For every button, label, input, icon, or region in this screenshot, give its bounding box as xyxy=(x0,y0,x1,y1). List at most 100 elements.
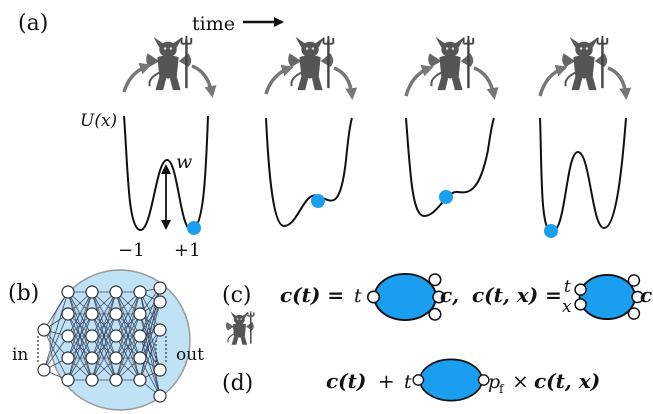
eq-c-rhs2: c xyxy=(640,283,652,307)
panel-b-label: (b) xyxy=(8,281,39,306)
network-node xyxy=(61,351,75,365)
potential-curve-3 xyxy=(405,117,495,218)
network-node xyxy=(85,307,99,321)
network-edge xyxy=(67,291,93,359)
frame-2-demon xyxy=(264,34,358,100)
network-edge xyxy=(43,329,69,381)
panel-a-label: (a) xyxy=(18,11,48,36)
network-node xyxy=(37,323,51,337)
network-node xyxy=(153,363,167,377)
panel-c-label: (c) xyxy=(222,283,252,308)
potential-label: U(x) xyxy=(80,111,117,131)
curved-arrow-icon xyxy=(191,64,217,98)
network-edge xyxy=(67,313,93,381)
neural-network xyxy=(37,281,167,403)
eq-c-t1: t xyxy=(354,285,362,307)
eq-d-term1: c(t) xyxy=(326,369,366,393)
network-node xyxy=(133,373,147,387)
demon-icon xyxy=(225,310,255,346)
network-node xyxy=(61,307,75,321)
out-label: out xyxy=(176,345,204,365)
demon-icon xyxy=(286,34,335,92)
demon-icon xyxy=(144,34,193,92)
in-label: in xyxy=(12,345,28,365)
panel-d-label: (d) xyxy=(222,371,253,396)
network-edge xyxy=(115,291,141,381)
network-edge xyxy=(139,301,161,359)
network-edge xyxy=(139,329,161,381)
eq-c-lhs1: c(t) = xyxy=(280,283,344,307)
network-edge xyxy=(43,313,69,371)
eq-c-x2: x xyxy=(562,297,572,317)
network-node xyxy=(133,351,147,365)
curved-arrow-icon xyxy=(607,66,632,100)
particle-2 xyxy=(311,194,325,208)
network-edge xyxy=(43,291,69,331)
potential-curve-2 xyxy=(265,117,353,228)
demon-icon xyxy=(560,34,609,92)
network-node xyxy=(109,307,123,321)
curved-arrow-icon xyxy=(538,64,568,97)
network-node xyxy=(85,329,99,343)
network-edge xyxy=(91,291,117,359)
network-node xyxy=(153,389,167,403)
eq-d-term2: c(t, x) xyxy=(534,369,600,393)
curved-arrow-icon xyxy=(333,66,358,100)
network-edge xyxy=(43,291,69,371)
eq-c-t2: t xyxy=(564,277,571,297)
eq-d-pf: p xyxy=(488,371,500,393)
frame-4-demon xyxy=(538,34,632,100)
network-node xyxy=(109,329,123,343)
network-node xyxy=(61,373,75,387)
eq-d-times: × xyxy=(512,369,529,393)
network-edge xyxy=(91,291,117,337)
network-edge xyxy=(139,287,161,337)
network-node xyxy=(153,281,167,295)
network-node xyxy=(153,323,167,337)
curved-arrow-icon xyxy=(404,64,434,97)
frame-1-demon xyxy=(122,34,217,98)
network-edge xyxy=(91,313,117,381)
particle-3 xyxy=(439,190,453,204)
potential-curve-1 xyxy=(123,115,209,231)
barrier-label: w xyxy=(176,151,192,173)
potential-curve-4 xyxy=(539,117,627,234)
curved-arrow-icon xyxy=(264,64,294,95)
network-node xyxy=(109,373,123,387)
eq-c-lhs2: c(t, x) = xyxy=(472,283,562,307)
network-node xyxy=(109,351,123,365)
well-left-label: −1 xyxy=(118,240,145,261)
network-node xyxy=(61,329,75,343)
eq-d-pf-sub: f xyxy=(499,382,505,396)
particle-1 xyxy=(187,221,201,235)
eq-c-rhs1: c, xyxy=(440,283,459,307)
network-node xyxy=(85,285,99,299)
curved-arrow-icon xyxy=(473,66,499,100)
network-node xyxy=(37,363,51,377)
network-node xyxy=(61,285,75,299)
curved-arrow-icon xyxy=(122,62,152,93)
network-node xyxy=(85,373,99,387)
time-label: time xyxy=(192,13,235,35)
network-edge xyxy=(115,335,141,381)
network-edge xyxy=(43,335,69,371)
network-edge xyxy=(115,313,141,381)
network-edge xyxy=(115,291,141,359)
network-edge xyxy=(139,301,161,381)
network-node xyxy=(133,329,147,343)
eq-d-t: t xyxy=(404,371,412,393)
frame-3-demon xyxy=(404,34,499,100)
network-edge xyxy=(67,291,93,337)
operator-blob xyxy=(412,358,490,402)
particle-4 xyxy=(544,224,558,238)
network-node xyxy=(153,295,167,309)
network-node xyxy=(85,351,99,365)
network-edge xyxy=(91,291,117,381)
demon-icon xyxy=(426,34,475,92)
operator-blob xyxy=(574,273,645,321)
network-edge xyxy=(115,291,141,337)
network-edge xyxy=(67,291,93,381)
operator-blob xyxy=(366,272,446,322)
eq-d-plus: + xyxy=(378,369,395,393)
